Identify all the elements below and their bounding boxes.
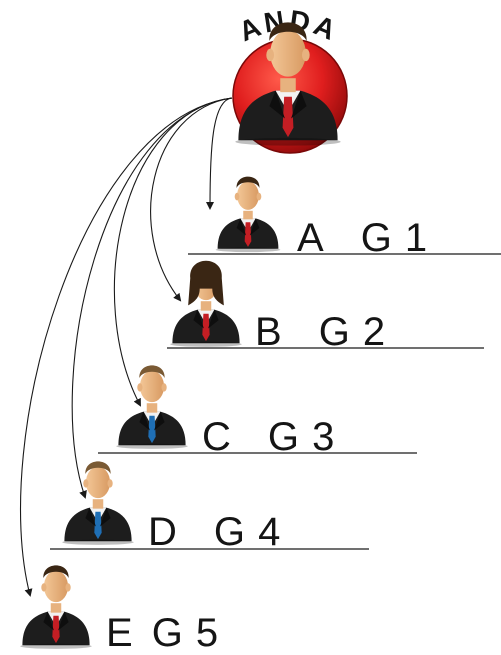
person-icon (116, 365, 188, 449)
arrow-icon (71, 97, 233, 499)
generation-label: G 2 (318, 310, 387, 354)
person-icon (20, 565, 92, 649)
level-label-g4: D G 4 (148, 512, 281, 552)
member-letter: E (106, 611, 134, 655)
generation-label: G 3 (267, 415, 336, 459)
connection-arrows (19, 97, 233, 597)
member-letter: B (255, 310, 283, 354)
person-icon (62, 461, 134, 545)
member-letter: C (202, 415, 232, 459)
arrow-icon (206, 97, 233, 210)
level-label-g3: C G 3 (202, 417, 335, 457)
level-label-g1: A G 1 (297, 218, 428, 258)
person-icon (215, 176, 281, 253)
member-letter: A (297, 216, 325, 260)
generation-people (20, 176, 281, 649)
generation-label: G 5 (151, 611, 220, 655)
level-label-g5: E G 5 (106, 613, 219, 653)
arrow-icon (19, 97, 233, 597)
sponsor-person-icon (235, 22, 341, 146)
generation-label: G 1 (360, 216, 429, 260)
arrow-icon (150, 97, 233, 302)
generation-label: G 4 (213, 510, 282, 554)
arrow-icon (113, 97, 233, 407)
member-letter: D (148, 510, 178, 554)
woman-icon (170, 260, 242, 347)
level-label-g2: B G 2 (255, 312, 386, 352)
